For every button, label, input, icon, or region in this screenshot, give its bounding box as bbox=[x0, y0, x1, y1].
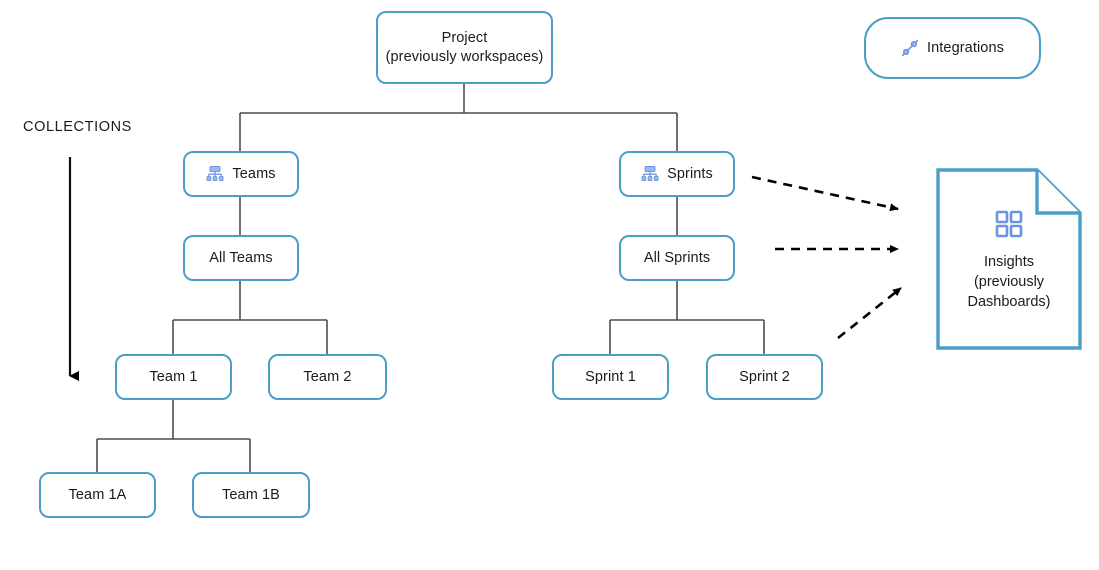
node-team-1a[interactable]: Team 1A bbox=[39, 472, 156, 518]
node-team-1-label: Team 1 bbox=[149, 368, 198, 385]
node-team-1b-label: Team 1B bbox=[222, 486, 280, 503]
collections-label: COLLECTIONS bbox=[23, 119, 132, 135]
node-all-teams[interactable]: All Teams bbox=[183, 235, 299, 281]
node-teams-label: Teams bbox=[232, 165, 276, 182]
node-team-1a-label: Team 1A bbox=[68, 486, 127, 503]
node-team-1[interactable]: Team 1 bbox=[115, 354, 232, 400]
node-sprint-2-label: Sprint 2 bbox=[739, 368, 790, 385]
node-integrations-label: Integrations bbox=[927, 39, 1004, 56]
node-project[interactable]: Project (previously workspaces) bbox=[376, 11, 553, 84]
node-sprints-label: Sprints bbox=[667, 165, 713, 182]
node-integrations[interactable]: Integrations bbox=[864, 17, 1041, 79]
document-shape bbox=[936, 168, 1082, 350]
link-icon bbox=[901, 39, 919, 57]
edge-sprint2-to-insights bbox=[837, 286, 902, 340]
grid-2x2-icon bbox=[995, 210, 1023, 238]
edge-sprints-to-insights bbox=[751, 175, 899, 212]
node-teams[interactable]: Teams bbox=[183, 151, 299, 197]
node-insights-label: Insights (previously Dashboards) bbox=[967, 254, 1051, 310]
node-all-sprints[interactable]: All Sprints bbox=[619, 235, 735, 281]
node-sprint-1[interactable]: Sprint 1 bbox=[552, 354, 669, 400]
node-sprint-2[interactable]: Sprint 2 bbox=[706, 354, 823, 400]
node-sprint-1-label: Sprint 1 bbox=[585, 368, 636, 385]
org-chart-icon bbox=[641, 165, 659, 183]
node-team-1b[interactable]: Team 1B bbox=[192, 472, 310, 518]
node-project-label: Project (previously workspaces) bbox=[385, 29, 544, 65]
org-chart-icon bbox=[206, 165, 224, 183]
node-insights[interactable]: Insights (previously Dashboards) bbox=[936, 168, 1082, 350]
node-team-2-label: Team 2 bbox=[303, 368, 352, 385]
node-all-teams-label: All Teams bbox=[209, 249, 273, 266]
node-sprints[interactable]: Sprints bbox=[619, 151, 735, 197]
node-team-2[interactable]: Team 2 bbox=[268, 354, 387, 400]
node-all-sprints-label: All Sprints bbox=[643, 249, 711, 266]
